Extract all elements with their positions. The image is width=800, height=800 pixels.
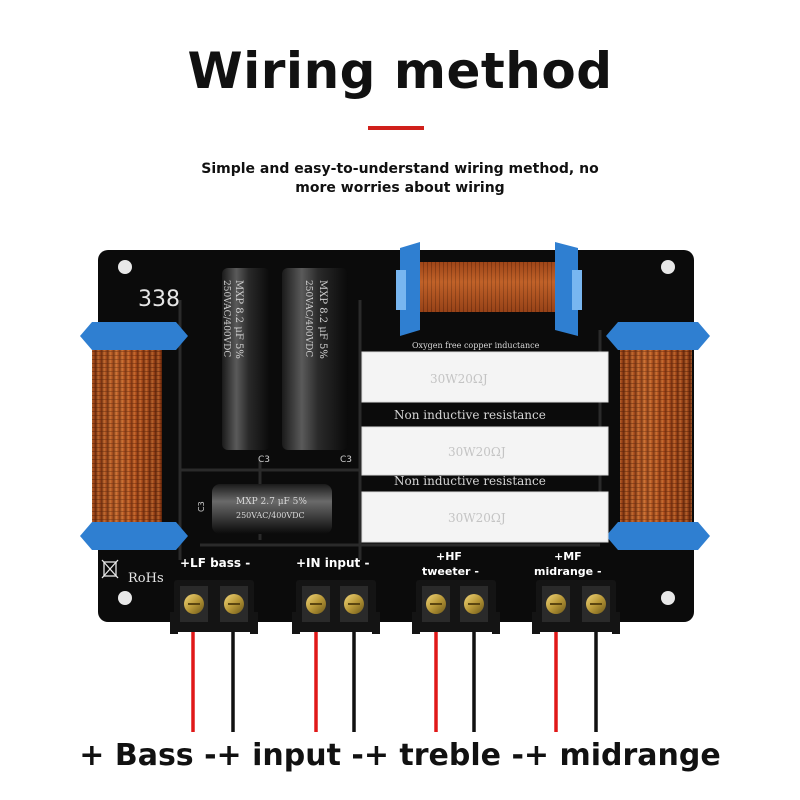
- resistor-value: 30W20ΩJ: [430, 372, 488, 386]
- capacitor-label: MXP 8.2 μF 5%: [317, 280, 328, 359]
- capacitor-rating: 250VAC/400VDC: [303, 280, 313, 357]
- terminal-label-treble: +HF: [436, 550, 462, 563]
- terminal-label-midrange: +MF: [554, 550, 582, 563]
- recycle-bin-icon: [101, 559, 119, 579]
- resistor-2: 30W20ΩJ: [361, 426, 609, 476]
- wiring-caption: + Bass -+ input -+ treble -+ midrange: [79, 738, 721, 773]
- resistor-value: 30W20ΩJ: [448, 511, 506, 525]
- capacitor-rating: 250VAC/400VDC: [236, 511, 305, 520]
- terminal-label-midrange-2: midrange -: [534, 565, 602, 578]
- capacitor-ref: C3: [197, 501, 206, 512]
- capacitor-label: MXP 8.2 μF 5%: [233, 280, 244, 359]
- capacitor-small: MXP 2.7 μF 5% 250VAC/400VDC: [212, 484, 332, 534]
- mounting-holes: [118, 260, 675, 605]
- subtitle: Simple and easy-to-understand wiring met…: [201, 161, 599, 196]
- inductor-left: [80, 322, 188, 550]
- page-title: Wiring method: [187, 42, 613, 100]
- resistor-caption: Non inductive resistance: [394, 408, 546, 422]
- title-underline: [368, 126, 424, 130]
- terminal-block-input: [292, 580, 380, 634]
- resistor-1: 30W20ΩJ: [361, 351, 609, 403]
- inductor-right: [606, 322, 710, 550]
- wires: [191, 620, 598, 732]
- terminal-block-treble: [412, 580, 500, 634]
- rohs-mark: RoHs: [128, 571, 164, 586]
- terminal-block-bass: [170, 580, 258, 634]
- capacitor-ref: C3: [340, 455, 352, 465]
- resistor-3: 30W20ΩJ: [361, 491, 609, 543]
- capacitor-rating: 250VAC/400VDC: [221, 280, 231, 357]
- resistor-caption: Non inductive resistance: [394, 474, 546, 488]
- inductor-top: [396, 242, 582, 336]
- terminal-label-bass: +LF bass -: [180, 556, 250, 570]
- capacitor-ref: C3: [258, 455, 270, 465]
- terminal-label-treble-2: tweeter -: [422, 565, 479, 578]
- terminal-label-input: +IN input -: [296, 556, 369, 570]
- model-number: 338: [138, 287, 180, 312]
- resistor-value: 30W20ΩJ: [448, 445, 506, 459]
- terminal-block-midrange: [532, 580, 620, 634]
- inductor-label: Oxygen free copper inductance: [412, 341, 540, 350]
- capacitor-c3-left: MXP 8.2 μF 5% 250VAC/400VDC: [221, 268, 270, 450]
- capacitor-label: MXP 2.7 μF 5%: [236, 497, 307, 507]
- capacitor-c3-right: MXP 8.2 μF 5% 250VAC/400VDC: [282, 268, 348, 450]
